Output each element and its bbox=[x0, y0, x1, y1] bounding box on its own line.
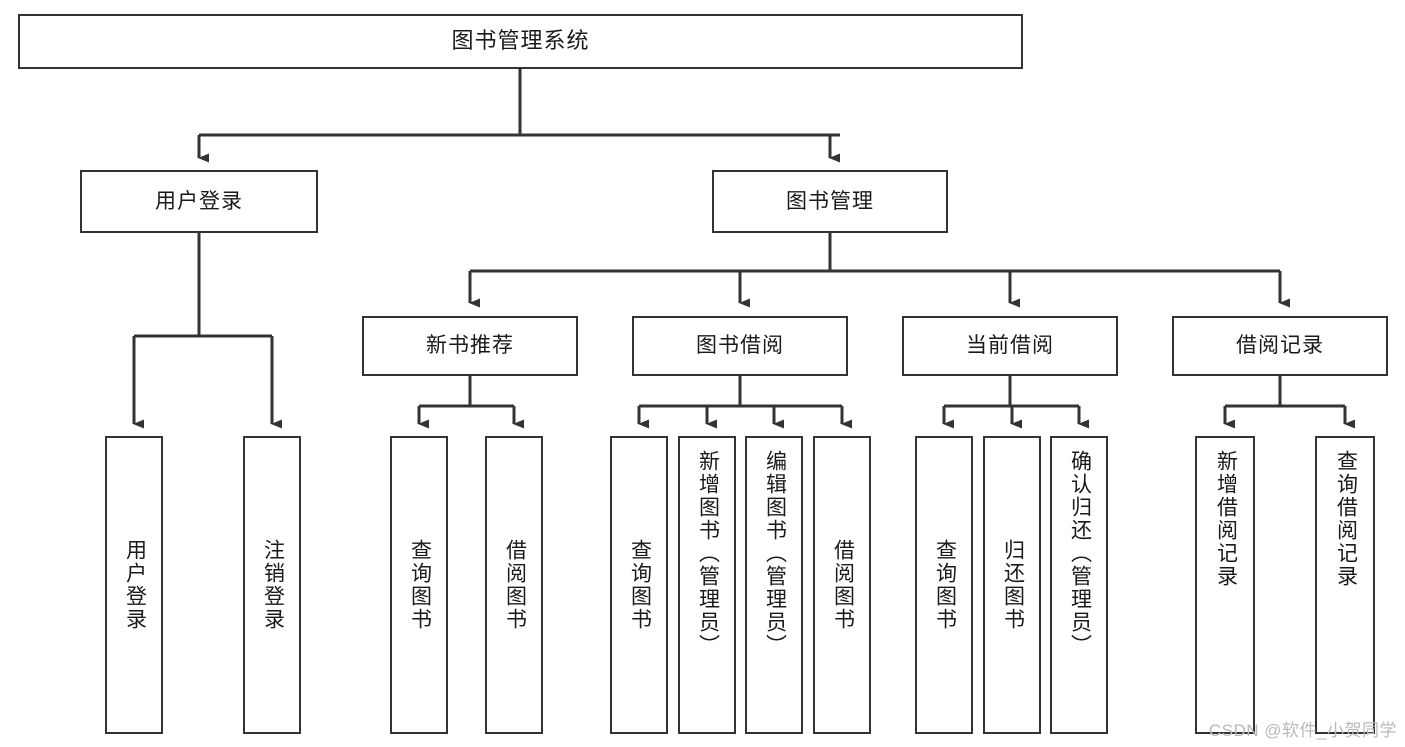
node-borrow-records[interactable]: 借阅记录 bbox=[1172, 316, 1388, 376]
node-label: 新书推荐 bbox=[426, 334, 514, 358]
node-label: 用户登录 bbox=[155, 189, 243, 213]
leaf-query-borrow-record[interactable]: 查询借阅记录 bbox=[1315, 436, 1375, 734]
leaf-borrow-book-recommend[interactable]: 借阅图书 bbox=[485, 436, 543, 734]
node-book-management-system[interactable]: 图书管理系统 bbox=[18, 14, 1023, 69]
leaf-label: 查询图书 bbox=[933, 539, 957, 631]
leaf-query-book-current[interactable]: 查询图书 bbox=[915, 436, 973, 734]
node-label: 图书借阅 bbox=[696, 334, 784, 358]
leaf-label: 查询借阅记录 bbox=[1334, 450, 1358, 588]
leaf-confirm-return-admin[interactable]: 确认归还（管理员） bbox=[1050, 436, 1108, 734]
leaf-label: 归还图书 bbox=[1001, 539, 1025, 631]
leaf-label: 查询图书 bbox=[408, 539, 432, 631]
leaf-label: 借阅图书 bbox=[503, 539, 527, 631]
node-book-borrow[interactable]: 图书借阅 bbox=[632, 316, 848, 376]
leaf-label: 新增借阅记录 bbox=[1214, 450, 1238, 588]
leaf-return-book[interactable]: 归还图书 bbox=[983, 436, 1041, 734]
leaf-label: 编辑图书（管理员） bbox=[763, 450, 787, 657]
leaf-edit-book-admin[interactable]: 编辑图书（管理员） bbox=[745, 436, 803, 734]
node-new-book-recommend[interactable]: 新书推荐 bbox=[362, 316, 578, 376]
leaf-query-book-borrow[interactable]: 查询图书 bbox=[610, 436, 668, 734]
leaf-logout[interactable]: 注销登录 bbox=[243, 436, 301, 734]
leaf-label: 借阅图书 bbox=[831, 539, 855, 631]
leaf-label: 用户登录 bbox=[123, 539, 147, 631]
node-label: 图书管理 bbox=[786, 189, 874, 213]
leaf-add-book-admin[interactable]: 新增图书（管理员） bbox=[678, 436, 736, 734]
node-current-borrow[interactable]: 当前借阅 bbox=[902, 316, 1118, 376]
node-label: 图书管理系统 bbox=[451, 28, 590, 54]
leaf-label: 确认归还（管理员） bbox=[1068, 450, 1092, 657]
node-label: 当前借阅 bbox=[966, 334, 1054, 358]
node-book-management[interactable]: 图书管理 bbox=[712, 170, 948, 233]
node-label: 借阅记录 bbox=[1236, 334, 1324, 358]
leaf-label: 查询图书 bbox=[628, 539, 652, 631]
node-user-login[interactable]: 用户登录 bbox=[80, 170, 318, 233]
leaf-query-book-recommend[interactable]: 查询图书 bbox=[390, 436, 448, 734]
leaf-borrow-book[interactable]: 借阅图书 bbox=[813, 436, 871, 734]
leaf-user-login[interactable]: 用户登录 bbox=[105, 436, 163, 734]
leaf-add-borrow-record[interactable]: 新增借阅记录 bbox=[1195, 436, 1255, 734]
leaf-label: 注销登录 bbox=[261, 539, 285, 631]
leaf-label: 新增图书（管理员） bbox=[696, 450, 720, 657]
